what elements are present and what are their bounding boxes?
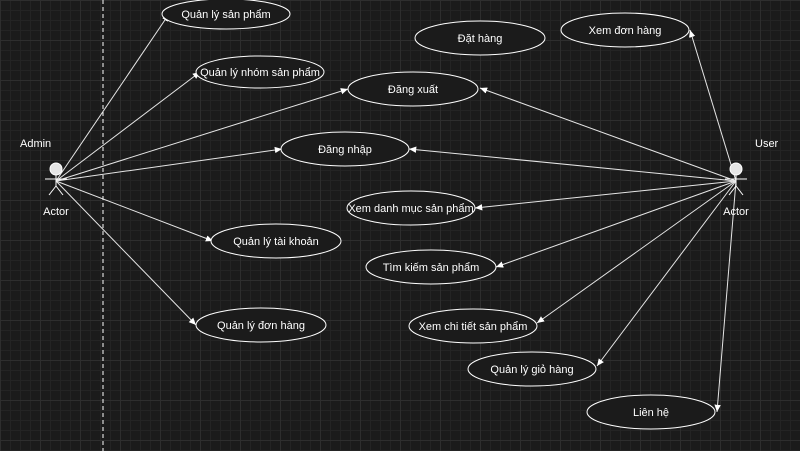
use-case-quan-ly-gio-hang[interactable]: Quản lý giỏ hàng (467, 351, 597, 387)
use-case-label: Tìm kiếm sản phẩm (383, 262, 480, 274)
use-case-lien-he[interactable]: Liên hệ (586, 394, 716, 430)
actor-admin-figure (45, 162, 67, 196)
use-case-tim-kiem-san-pham[interactable]: Tìm kiếm sản phẩm (365, 249, 497, 285)
edge-admin-dang-xuat (55, 88, 349, 182)
edge-user-xem-danh-muc-san-pham (474, 180, 737, 211)
edge-user-tim-kiem-san-pham (495, 180, 737, 268)
actor-admin-role: Admin (20, 138, 51, 150)
edge-admin-quan-ly-san-pham (55, 13, 170, 182)
use-case-label: Đăng xuất (388, 84, 438, 96)
edge-user-xem-don-hang (689, 29, 737, 182)
use-case-xem-danh-muc-san-pham[interactable]: Xem danh mục sản phẩm (346, 190, 476, 226)
use-case-quan-ly-nhom-san-pham[interactable]: Quản lý nhóm sản phẩm (195, 55, 325, 89)
use-case-label: Xem đơn hàng (589, 25, 662, 37)
use-case-label: Đặt hàng (458, 33, 503, 45)
use-case-label: Xem chi tiết sản phẩm (419, 321, 528, 333)
actor-admin[interactable]: Admin Actor (20, 138, 69, 218)
edge-admin-quan-ly-nhom-san-pham (55, 71, 201, 182)
edge-admin-quan-ly-don-hang (55, 180, 197, 326)
edge-user-xem-chi-tiet-san-pham (536, 180, 737, 324)
edge-user-quan-ly-gio-hang (596, 180, 737, 367)
edge-admin-dang-nhap (55, 146, 283, 182)
use-case-label: Đăng nhập (318, 144, 372, 156)
edge-user-dang-nhap (408, 146, 737, 182)
use-case-xem-don-hang[interactable]: Xem đơn hàng (560, 12, 690, 48)
use-case-label: Quản lý nhóm sản phẩm (200, 67, 320, 79)
association-edges (55, 13, 737, 413)
actor-admin-label: Actor (43, 206, 69, 218)
use-case-label: Quản lý giỏ hàng (490, 364, 573, 376)
use-case-dang-nhap[interactable]: Đăng nhập (280, 131, 410, 167)
use-case-quan-ly-don-hang[interactable]: Quản lý đơn hàng (195, 307, 327, 343)
actor-user[interactable]: User Actor (723, 138, 778, 218)
actor-user-figure (725, 162, 747, 196)
use-case-quan-ly-tai-khoan[interactable]: Quản lý tài khoản (210, 223, 342, 259)
use-case-label: Xem danh mục sản phẩm (348, 203, 473, 215)
use-case-label: Quản lý đơn hàng (217, 320, 305, 332)
use-case-dat-hang[interactable]: Đặt hàng (414, 20, 546, 56)
use-case-quan-ly-san-pham[interactable]: Quản lý sản phẩm (161, 0, 291, 30)
use-case-xem-chi-tiet-san-pham[interactable]: Xem chi tiết sản phẩm (408, 308, 538, 344)
actor-user-label: Actor (723, 206, 749, 218)
edge-user-lien-he (714, 180, 737, 413)
edge-user-dang-xuat (479, 87, 737, 182)
use-case-label: Quản lý sản phẩm (181, 9, 270, 21)
use-case-label: Liên hệ (633, 407, 669, 419)
actor-user-role: User (755, 138, 779, 150)
use-case-label: Quản lý tài khoản (233, 236, 319, 248)
use-case-dang-xuat[interactable]: Đăng xuất (347, 71, 479, 107)
edge-admin-quan-ly-tai-khoan (55, 180, 214, 242)
